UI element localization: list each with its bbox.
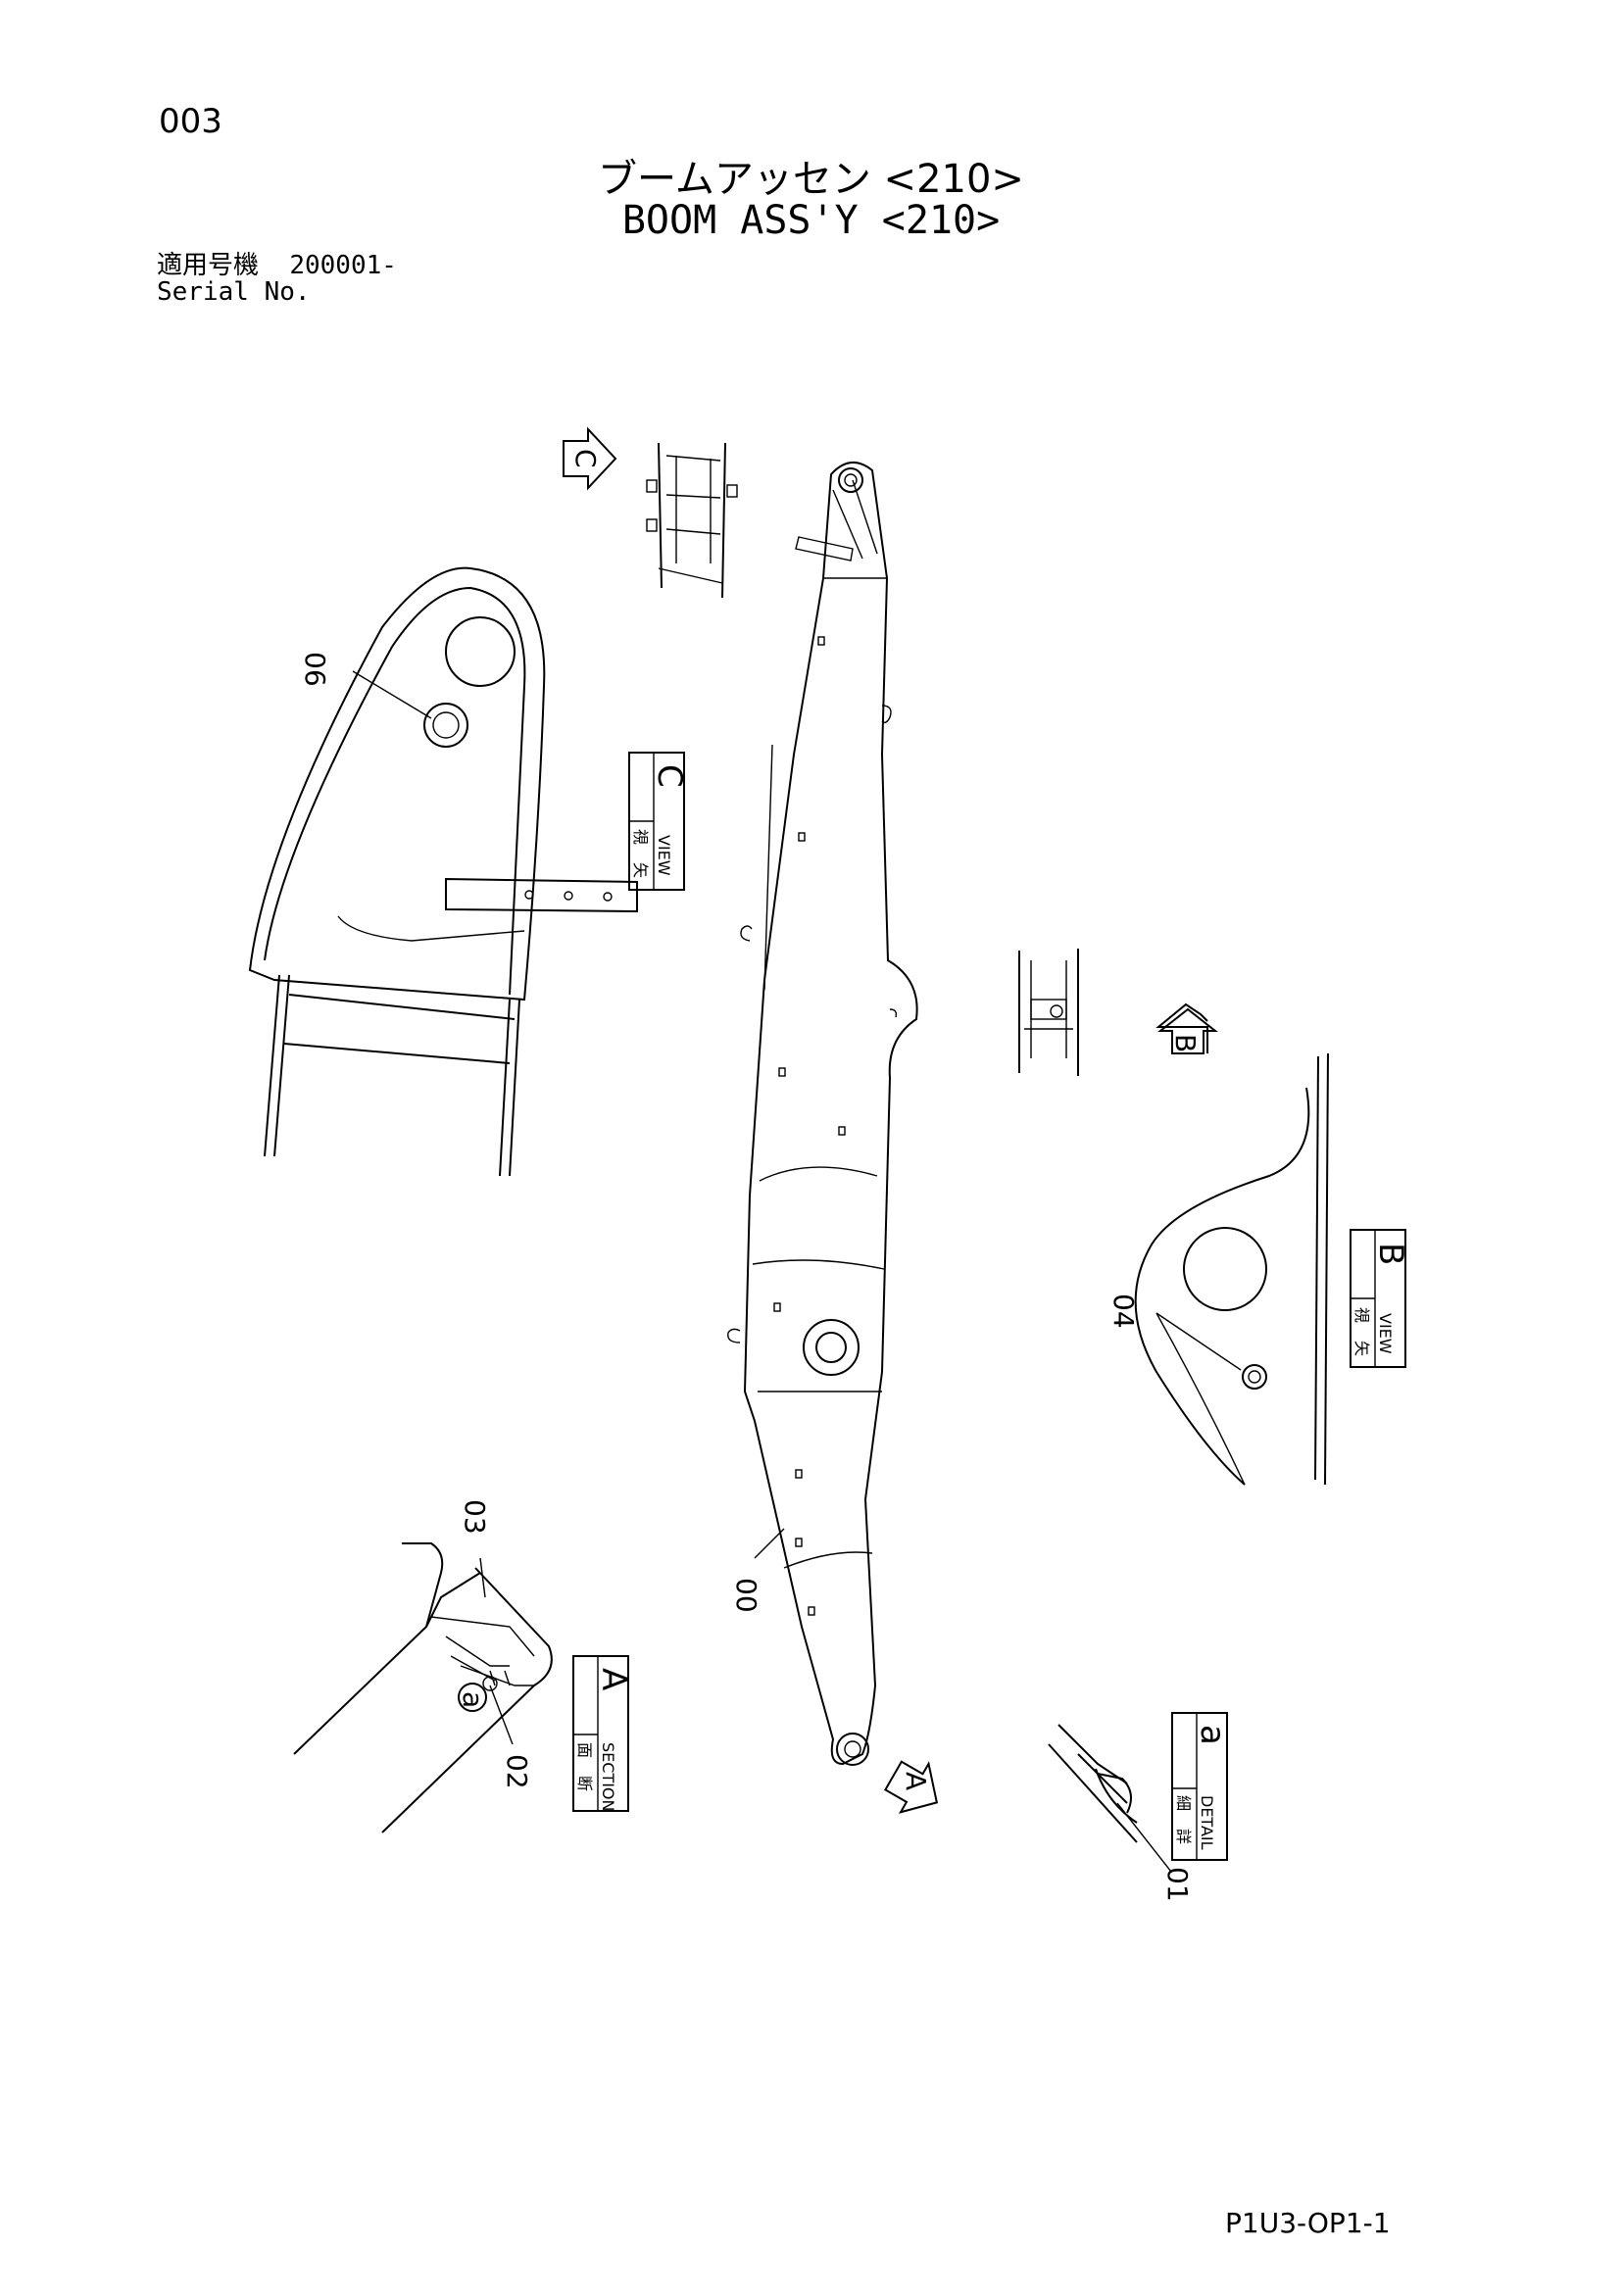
svg-text:矢: 矢 — [631, 862, 650, 878]
svg-text:VIEW: VIEW — [1376, 1313, 1395, 1354]
document-code: P1U3-OP1-1 — [1225, 2207, 1391, 2239]
svg-text:詳: 詳 — [1174, 1829, 1193, 1844]
section-a-detail — [293, 1542, 553, 1833]
svg-text:SECTION: SECTION — [599, 1742, 617, 1812]
view-c-small — [646, 442, 738, 599]
part-label-03: 03 — [459, 1499, 491, 1535]
svg-text:視: 視 — [631, 829, 650, 845]
part-label-04: 04 — [1107, 1294, 1140, 1329]
detail-marker-a-label: a — [457, 1691, 489, 1708]
svg-text:視: 視 — [1352, 1307, 1371, 1323]
serial-value: 200001- — [289, 251, 397, 280]
svg-text:VIEW: VIEW — [655, 835, 673, 876]
serial-line: 適用号機 200001- — [157, 253, 397, 279]
svg-text:断: 断 — [575, 1776, 594, 1791]
serial-block: 適用号機 200001- Serial No. — [157, 253, 397, 306]
view-arrow-c: C — [563, 426, 617, 491]
detail-a — [1048, 1724, 1138, 1843]
svg-text:矢: 矢 — [1352, 1341, 1371, 1356]
svg-text:DETAIL: DETAIL — [1198, 1795, 1216, 1850]
view-arrow-b: B — [1155, 1002, 1218, 1054]
serial-label-jp: 適用号機 — [157, 251, 260, 280]
svg-text:B: B — [1371, 1243, 1410, 1265]
svg-text:C: C — [569, 449, 602, 468]
view-b-detail — [1134, 1052, 1329, 1486]
svg-text:面: 面 — [575, 1742, 594, 1758]
main-boom — [727, 462, 918, 1766]
view-c-detail — [248, 566, 638, 1177]
detail-marker-a — [458, 1683, 487, 1712]
svg-text:C: C — [650, 764, 689, 788]
detail-ring — [482, 1676, 498, 1691]
svg-text:B: B — [1169, 1034, 1202, 1052]
part-label-01: 01 — [1161, 1867, 1194, 1902]
view-b-box: 矢 視 VIEW B — [1350, 1229, 1410, 1368]
svg-text:A: A — [900, 1772, 932, 1790]
section-a-box: 断 面 SECTION A — [572, 1655, 633, 1812]
part-label-02: 02 — [501, 1754, 533, 1789]
leader-lines — [352, 670, 1246, 1873]
detail-a-box: 詳 細 DETAIL a — [1171, 1712, 1232, 1861]
view-b-small — [1018, 949, 1079, 1076]
svg-text:A: A — [594, 1668, 633, 1690]
svg-text:細: 細 — [1174, 1795, 1193, 1811]
view-arrow-a: A — [883, 1760, 939, 1814]
page-number: 003 — [159, 102, 222, 141]
title-japanese: ブームアッセン <210> — [598, 157, 1024, 202]
serial-label-en: Serial No. — [157, 277, 311, 307]
part-label-00: 00 — [730, 1578, 762, 1613]
part-label-06: 06 — [299, 652, 331, 687]
svg-text:a: a — [1193, 1725, 1232, 1745]
title-english: BOOM ASS'Y <210> — [621, 198, 1001, 243]
view-c-box: 矢 視 VIEW C — [628, 752, 689, 891]
